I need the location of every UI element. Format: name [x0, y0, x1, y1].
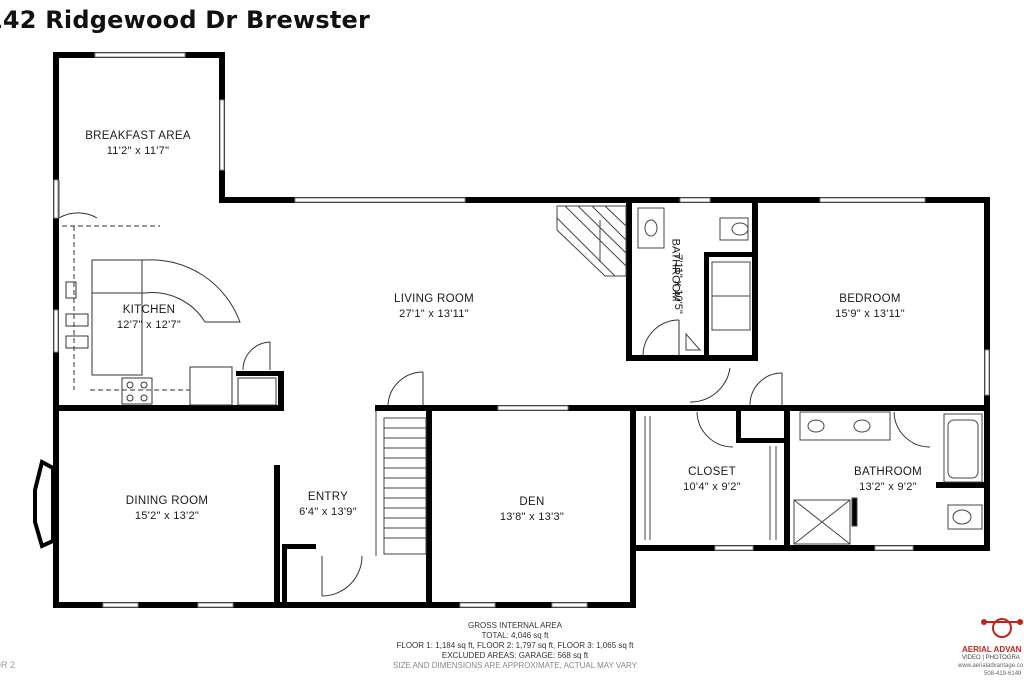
- interior-walls: [59, 203, 990, 608]
- bathroom-1-fixtures: [637, 207, 751, 351]
- room-kitchen-name: KITCHEN: [122, 304, 176, 316]
- room-bath2-dims: 13'2" x 9'2": [859, 481, 917, 493]
- room-bath1-dims: 7'11" x 10'5": [671, 254, 684, 314]
- logo-phone: 508-419-6149: [984, 671, 1022, 677]
- area-total: TOTAL: 4,046 sq ft: [481, 631, 549, 640]
- windows: [53, 52, 990, 608]
- fireplace: [556, 205, 627, 277]
- logo-company-name: AERIAL ADVAN: [962, 645, 1022, 654]
- room-living-name: LIVING ROOM: [394, 293, 474, 305]
- room-entry-dims: 6'4" x 13'9": [299, 506, 357, 518]
- area-disclaimer: SIZE AND DIMENSIONS ARE APPROXIMATE, ACT…: [393, 661, 637, 670]
- kitchen-fixtures: [62, 225, 277, 406]
- room-den-name: DEN: [519, 496, 545, 508]
- logo-mark: [981, 618, 1023, 638]
- room-bath2-name: BATHROOM: [854, 466, 922, 478]
- door-swings: [58, 180, 931, 597]
- area-floors: FLOOR 1: 1,184 sq ft, FLOOR 2: 1,797 sq …: [396, 641, 634, 650]
- room-bedroom-dims: 15'9" x 13'11": [835, 308, 905, 320]
- room-dining-name: DINING ROOM: [125, 495, 209, 507]
- logo-url: www.aerialadvantage.co: [958, 663, 1024, 669]
- room-breakfast-dims: 11'2" x 11'7": [106, 145, 170, 157]
- area-excluded: EXCLUDED AREAS: GARAGE: 568 sq ft: [441, 651, 589, 660]
- property-title: 142 Ridgewood Dr Brewster: [0, 6, 371, 34]
- area-heading: GROSS INTERNAL AREA: [468, 621, 562, 630]
- bay-window: [33, 459, 55, 549]
- room-living-dims: 27'1" x 13'11": [399, 308, 469, 320]
- bathroom-2-fixtures: [793, 411, 983, 545]
- room-kitchen-dims: 12'7" x 12'7": [116, 319, 182, 331]
- floor-label: OR 2: [0, 660, 16, 670]
- room-entry-name: ENTRY: [307, 491, 349, 503]
- closet-fixtures: [644, 416, 777, 540]
- logo-tagline: VIDEO | PHOTOGRA: [962, 655, 1020, 661]
- room-breakfast-name: BREAKFAST AREA: [85, 130, 191, 142]
- exterior-walls: [53, 52, 990, 608]
- room-den-dims: 13'8" x 13'3": [499, 511, 565, 523]
- stairs: [375, 411, 427, 556]
- room-dining-dims: 15'2" x 13'2": [134, 510, 200, 522]
- gross-area-summary: GROSS INTERNAL AREA TOTAL: 4,046 sq ft F…: [350, 621, 680, 671]
- room-closet-dims: 10'4" x 9'2": [683, 481, 741, 493]
- room-bedroom-name: BEDROOM: [839, 293, 901, 305]
- room-closet-name: CLOSET: [688, 466, 736, 478]
